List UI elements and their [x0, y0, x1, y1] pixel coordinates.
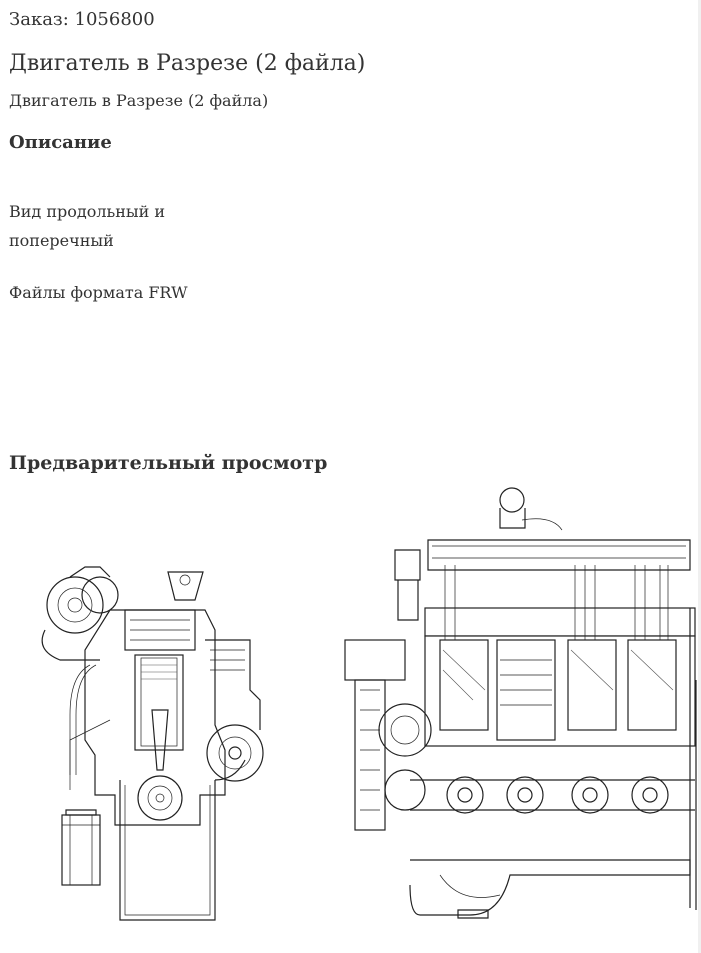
- transverse-section-drawing[interactable]: [41, 566, 264, 921]
- longitudinal-section-drawing[interactable]: [344, 487, 697, 919]
- order-number: Заказ: 1056800: [9, 9, 155, 30]
- right-border: [698, 0, 701, 953]
- product-subtitle: Двигатель в Разрезе (2 файла): [9, 91, 269, 110]
- description-heading: Описание: [9, 132, 112, 153]
- preview-images: [41, 487, 697, 921]
- description-line-2: Файлы формата FRW: [9, 283, 188, 302]
- preview-heading: Предварительный просмотр: [9, 452, 328, 474]
- product-title: Двигатель в Разрезе (2 файла): [9, 51, 366, 76]
- description-line-1: Вид продольный и поперечный: [9, 202, 166, 250]
